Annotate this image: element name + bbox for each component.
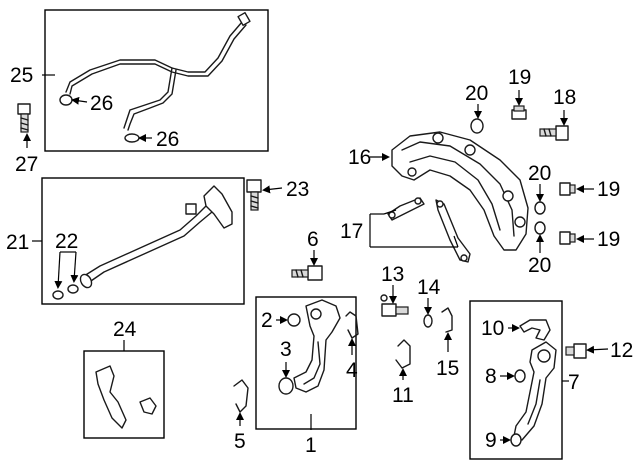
callout-1: 1 (305, 434, 317, 457)
heater-tube-21 (79, 185, 233, 289)
o-ring-14 (423, 314, 433, 328)
callout-3: 3 (280, 338, 292, 361)
bolt-18 (539, 125, 569, 141)
callout-21: 21 (6, 231, 29, 254)
callout-26a: 26 (90, 92, 113, 115)
callout-14: 14 (417, 276, 441, 299)
callout-20b: 20 (528, 162, 551, 185)
hose-7 (513, 341, 557, 441)
callout-2: 2 (261, 309, 273, 332)
callout-16: 16 (348, 146, 371, 169)
o-ring-26b (124, 133, 140, 143)
sensor-13 (380, 294, 409, 317)
o-ring-22b (67, 284, 79, 294)
callout-20a: 20 (465, 82, 488, 105)
plug-19c (559, 231, 576, 245)
bolt-23 (246, 179, 262, 211)
callout-19a: 19 (508, 66, 531, 89)
callout-19c: 19 (597, 228, 620, 251)
callout-23: 23 (286, 178, 309, 201)
clip-4 (345, 311, 359, 339)
box-group-7 (469, 300, 563, 460)
clip-5 (233, 379, 249, 413)
callout-19b: 19 (597, 178, 620, 201)
callout-22: 22 (55, 230, 78, 253)
o-ring-3 (278, 377, 294, 395)
box-group-25 (44, 9, 269, 152)
callout-7: 7 (568, 371, 580, 394)
callout-20c: 20 (528, 254, 551, 277)
sensor-12 (565, 343, 587, 359)
callout-13: 13 (381, 263, 404, 286)
bolt-6 (291, 265, 323, 281)
callout-25: 25 (10, 64, 33, 87)
callout-18: 18 (553, 86, 576, 109)
bracket-24 (95, 365, 157, 429)
o-ring-20c (534, 221, 546, 235)
callout-17: 17 (340, 220, 363, 243)
callout-27: 27 (15, 153, 38, 176)
callout-6: 6 (307, 228, 319, 251)
leader-lines (23, 74, 609, 444)
o-ring-20a (470, 118, 484, 134)
coolant-line-25 (65, 11, 251, 131)
clip-15 (441, 307, 453, 333)
hose-1 (293, 299, 341, 393)
o-ring-9 (510, 433, 522, 447)
o-ring-20b (534, 201, 546, 215)
callout-12: 12 (610, 339, 633, 362)
o-ring-22a (52, 290, 64, 300)
o-ring-8 (514, 369, 526, 383)
gasket-17a (387, 197, 425, 221)
manifold-16 (391, 131, 529, 251)
callout-15: 15 (436, 357, 459, 380)
o-ring-26a (59, 94, 73, 106)
plug-19b (559, 182, 576, 196)
clamp-10 (519, 319, 551, 341)
callout-10: 10 (481, 317, 504, 340)
box-group-1 (255, 296, 357, 430)
gasket-17b (435, 199, 471, 263)
callout-4: 4 (346, 359, 358, 382)
callout-11: 11 (392, 384, 414, 407)
o-ring-2 (287, 313, 301, 327)
callout-9: 9 (485, 429, 497, 452)
callout-8: 8 (485, 365, 497, 388)
clip-11 (395, 339, 411, 369)
callout-5: 5 (234, 430, 246, 453)
bolt-27 (17, 103, 31, 133)
callout-24: 24 (113, 318, 137, 341)
callout-26b: 26 (156, 128, 179, 151)
plug-19a (511, 105, 527, 120)
